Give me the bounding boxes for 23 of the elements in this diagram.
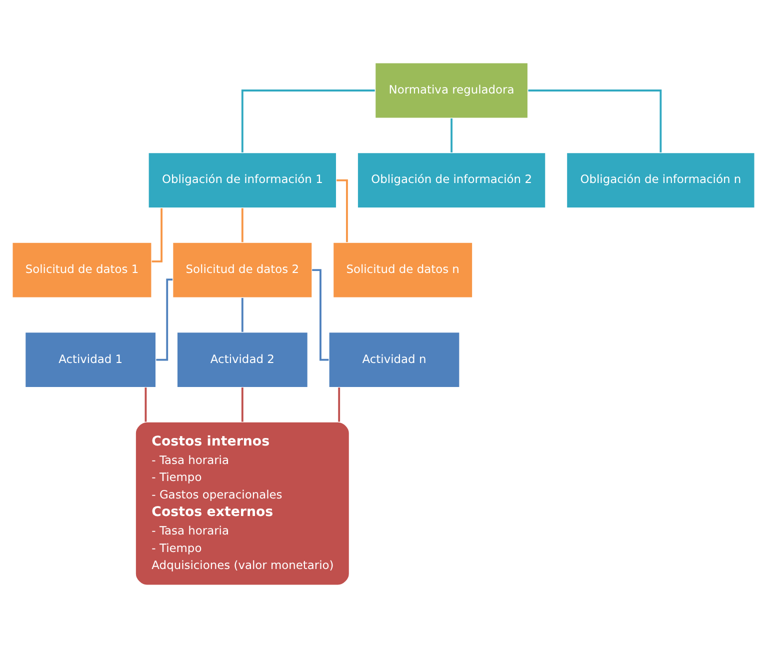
node-box: Normativa reguladora	[374, 62, 528, 118]
connector	[241, 89, 375, 152]
node-box: Actividad 2	[176, 331, 308, 388]
connector	[152, 208, 162, 262]
connector	[241, 387, 244, 422]
connector	[336, 178, 348, 242]
node-box: Costos internos - Tasa horaria - Tiempo - Gastos operacionales Costos externos - Tasa horaria - Tiempo Adquisiciones (valor monetario)	[134, 420, 350, 586]
connector	[144, 387, 147, 422]
connector	[156, 278, 173, 360]
node-box: Actividad 1	[24, 331, 156, 388]
node-box: Obligación de información 2	[357, 152, 546, 208]
node-box: Solicitud de datos n	[332, 241, 474, 298]
connector	[450, 118, 452, 152]
node-box: Solicitud de datos 2	[172, 241, 313, 298]
connector	[338, 387, 340, 422]
connector	[241, 297, 244, 332]
node-box: Actividad n	[328, 331, 460, 388]
node-box: Obligación de información n	[566, 152, 756, 208]
connector	[241, 208, 244, 242]
node-box: Solicitud de datos 1	[12, 241, 152, 298]
connector	[528, 89, 662, 152]
connector	[312, 268, 329, 360]
node-box: Obligación de información 1	[148, 152, 337, 208]
